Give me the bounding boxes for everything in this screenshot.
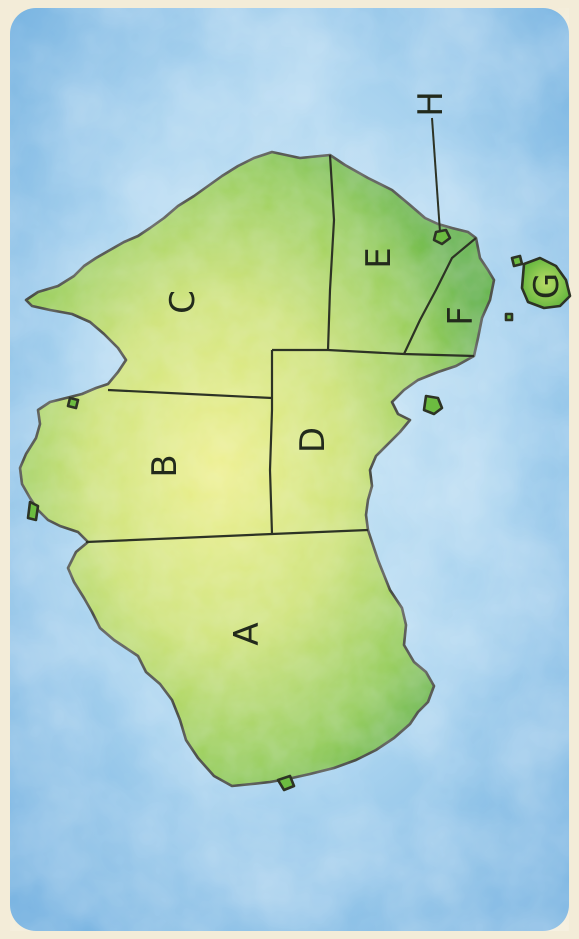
border-c-d-e [272,348,475,358]
islet-south [276,774,296,792]
border-a-b [85,528,369,544]
border-c-e [326,154,336,351]
islet-northwest [66,396,80,410]
region-label-f: F [441,306,481,326]
mainland [18,150,496,788]
islet-g-north [510,254,524,268]
border-e-f [403,237,477,355]
islet-g-south [504,312,514,322]
islet-west [26,500,40,522]
border-b-d [268,350,274,535]
region-label-g: G [527,273,567,299]
region-label-h: H [411,91,451,117]
region-label-d: D [293,427,333,453]
label-h-leader [431,117,441,233]
island-g [520,256,572,310]
region-label-a: A [227,622,267,645]
island-h [432,228,452,246]
border-b-c [107,388,273,400]
region-label-e: E [359,247,399,268]
islet-east [422,394,444,416]
region-label-c: C [163,290,203,314]
region-label-b: B [145,454,185,477]
